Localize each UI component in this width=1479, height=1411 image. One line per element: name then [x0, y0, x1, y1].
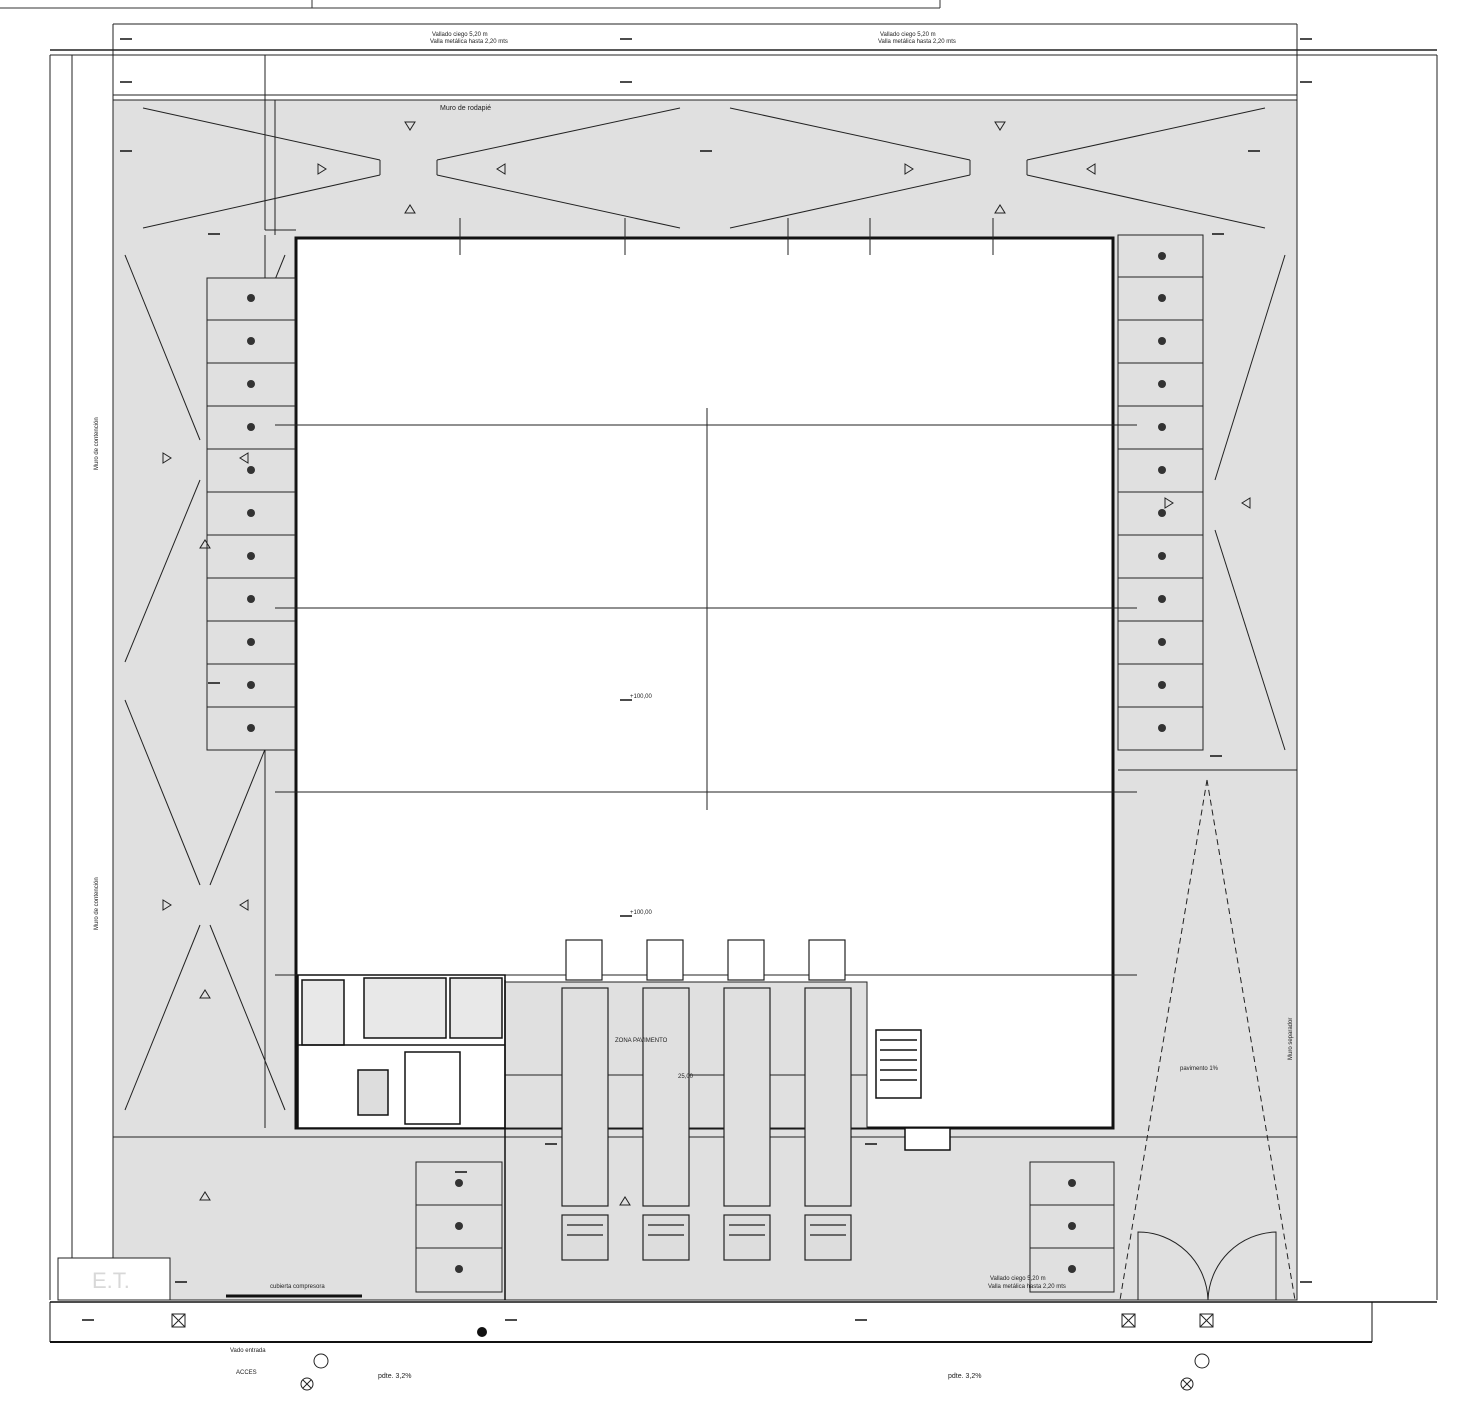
top-label-left: Vallado ciego 5,20 m — [432, 32, 488, 38]
muro-label: Muro de rodapié — [440, 105, 491, 112]
top-label-left-sub: Valla metálica hasta 2,20 mts — [430, 39, 508, 45]
slope-arrow-icons — [162, 121, 1251, 1206]
muro-contencion-left-2: Muro de contención — [94, 877, 100, 930]
cubierta-label: cubierta compresora — [270, 1284, 325, 1290]
et-box — [57, 1257, 171, 1301]
level-text: +100,00 — [630, 910, 653, 916]
level-marker-icons — [82, 38, 1312, 1321]
et-label: E.T. — [92, 1268, 130, 1293]
title-block-frame — [0, 0, 941, 9]
truck-icon — [804, 939, 852, 1261]
pendiente-left: pdte. 3,2% — [378, 1373, 411, 1380]
bottom-road — [49, 1294, 1437, 1343]
valla-bottom-right-sub: Valla metálica hasta 2,20 mts — [988, 1284, 1066, 1290]
truck-icon — [723, 939, 771, 1261]
level-text: +100,00 — [630, 694, 653, 700]
pavimento-pct-label: pavimento 1% — [1180, 1066, 1219, 1072]
survey-point — [477, 1327, 487, 1337]
vado-label: Vado entrada — [230, 1348, 266, 1354]
parking-bay-icons-right — [1158, 252, 1166, 732]
muro-contencion-left: Muro de contención — [94, 417, 100, 470]
access-ramp-triangle — [1119, 779, 1296, 1301]
acces-label: ACCES — [236, 1370, 257, 1376]
valla-bottom-right: Vallado ciego 5,20 m — [990, 1276, 1046, 1282]
interior-grid — [113, 218, 1297, 1138]
truck-icon — [561, 939, 609, 1261]
stair-right — [875, 1029, 951, 1151]
parking-bay-icons-bottom — [455, 1179, 1076, 1273]
parking-bay-icons-left — [247, 294, 255, 732]
top-label-right-sub: Valla metálica hasta 2,20 mts — [878, 39, 956, 45]
office-block — [297, 974, 506, 1300]
dim-text: 25,00 — [678, 1074, 694, 1080]
muro-separacion-right: Muro separador — [1288, 1018, 1294, 1060]
trucks — [561, 939, 852, 1261]
parking-bays-right — [1117, 234, 1204, 751]
zona-pavimento-label: ZONA PAVIMENTO — [615, 1038, 668, 1044]
truck-icon — [642, 939, 690, 1261]
top-label-right: Vallado ciego 5,20 m — [880, 32, 936, 38]
entrance-gate — [1137, 1231, 1277, 1301]
drain-icons — [171, 1313, 1214, 1391]
drainage-lines-top — [142, 107, 1266, 229]
pendiente-right: pdte. 3,2% — [948, 1373, 981, 1380]
